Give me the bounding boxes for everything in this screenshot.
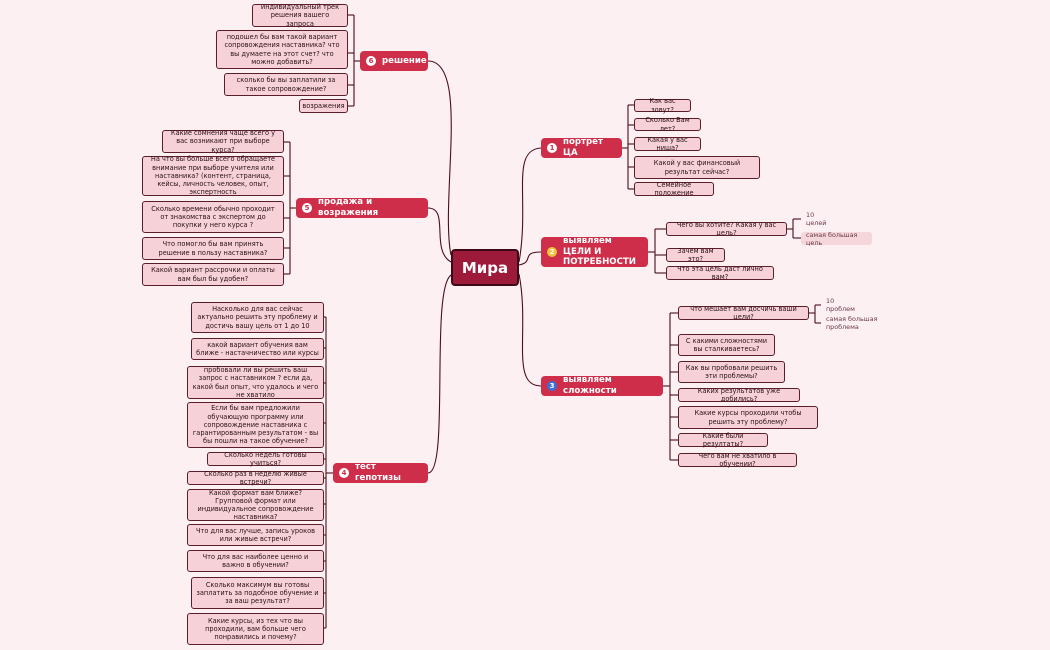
leaf-diff-5[interactable]: Какие были резултаты? xyxy=(678,432,768,448)
leaf-portrait-4[interactable]: Семейное положение xyxy=(634,181,714,197)
leaf-sales-2[interactable]: Сколько времени обычно проходит от знако… xyxy=(142,201,284,233)
leaf-hyp-7[interactable]: Что для вас лучше, запись уроков или жив… xyxy=(187,524,324,546)
leaf-solution-3[interactable]: возражения xyxy=(299,99,348,113)
branch-label: тест гепотизы xyxy=(355,462,401,483)
branch-label: выявляем ЦЕЛИ И ПОТРЕБНОСТИ xyxy=(563,235,636,268)
leaf-hyp-1[interactable]: какой вариант обучения вам ближе - наста… xyxy=(191,338,324,360)
leaf-sales-0[interactable]: Какие сомнения чаще всего у вас возникаю… xyxy=(162,129,284,154)
leaf-portrait-0[interactable]: Как вас зовут? xyxy=(634,97,691,114)
branch-label: портрет ЦА xyxy=(563,137,603,158)
sub-diff-0[interactable]: 10 проблем xyxy=(826,297,855,313)
leaf-hyp-3[interactable]: Если бы вам предложили обучающую програм… xyxy=(187,402,324,448)
leaf-diff-2[interactable]: Как вы пробовали решить эти проблемы? xyxy=(678,361,785,383)
number-badge: 1 xyxy=(547,143,557,153)
number-badge: 3 xyxy=(547,381,557,391)
leaf-solution-1[interactable]: подошел бы вам такой вариант сопровожден… xyxy=(216,30,348,69)
leaf-goals-1[interactable]: Зачем вам это? xyxy=(666,247,725,263)
leaf-hyp-10[interactable]: Какие курсы, из тех что вы проходили, ва… xyxy=(187,613,324,645)
leaf-portrait-3[interactable]: Какой у вас финансовый результат сейчас? xyxy=(634,156,760,179)
leaf-sales-4[interactable]: Какой вариант рассрочки и оплаты вам был… xyxy=(142,263,284,286)
leaf-diff-3[interactable]: Каких результатов уже добились? xyxy=(678,387,800,403)
branch-goals[interactable]: 2 выявляем ЦЕЛИ И ПОТРЕБНОСТИ xyxy=(541,235,648,268)
leaf-hyp-0[interactable]: Насколько для вас сейчас актуально решит… xyxy=(191,302,324,333)
root-title: Мира xyxy=(461,258,509,277)
leaf-solution-0[interactable]: индивидуальный трек решения вашего запро… xyxy=(252,3,348,28)
number-badge: 2 xyxy=(547,247,557,257)
leaf-hyp-5[interactable]: Сколько раз в неделю живые встречи? xyxy=(187,470,324,486)
leaf-portrait-2[interactable]: Какая у вас ниша? xyxy=(634,136,701,152)
sub-goals-1[interactable]: самая большая цель xyxy=(801,231,872,247)
leaf-goals-0[interactable]: Чего вы хотите? Какая у вас цель? xyxy=(666,221,787,237)
branch-difficulties[interactable]: 3 выявляем сложности xyxy=(541,375,663,396)
branch-sales[interactable]: 5 продажа и возражения xyxy=(296,197,428,218)
leaf-hyp-6[interactable]: Какой формат вам ближе? Групповой формат… xyxy=(187,489,324,521)
leaf-hyp-4[interactable]: Сколько недель готовы учиться? xyxy=(207,451,324,467)
leaf-portrait-1[interactable]: Сколько Вам лет? xyxy=(634,116,701,133)
branch-portrait[interactable]: 1 портрет ЦА xyxy=(541,137,622,158)
branch-label: решение xyxy=(382,55,427,66)
branch-label: выявляем сложности xyxy=(563,375,617,396)
branch-label: продажа и возражения xyxy=(318,197,379,218)
sub-goals-0[interactable]: 10 целей xyxy=(806,211,827,227)
leaf-goals-2[interactable]: Что эта цель даст лично вам? xyxy=(666,265,774,281)
leaf-sales-1[interactable]: На что вы больше всего обращаете внимани… xyxy=(142,155,284,196)
leaf-sales-3[interactable]: Что помогло бы вам принять решение в пол… xyxy=(142,237,284,260)
leaf-solution-2[interactable]: сколько бы вы заплатили за такое сопрово… xyxy=(224,73,348,96)
number-badge: 6 xyxy=(366,56,376,66)
number-badge: 4 xyxy=(339,468,349,478)
number-badge: 5 xyxy=(302,203,312,213)
branch-hypothesis[interactable]: 4 тест гепотизы xyxy=(333,462,428,483)
leaf-hyp-9[interactable]: Сколько максимум вы готовы заплатить за … xyxy=(191,577,324,609)
sub-diff-1[interactable]: самая большая проблема xyxy=(826,315,878,331)
root-node[interactable]: Мира xyxy=(451,249,519,286)
leaf-hyp-2[interactable]: пробовали ли вы решить ваш запрос с наст… xyxy=(187,366,324,399)
branch-solution[interactable]: 6 решение xyxy=(360,51,428,71)
leaf-diff-0[interactable]: что мешает вам досчичь ваши цели? xyxy=(678,305,809,321)
leaf-diff-4[interactable]: Какие курсы проходили чтобы решить эту п… xyxy=(678,406,818,429)
leaf-hyp-8[interactable]: Что для вас наиболее ценно и важно в обу… xyxy=(187,550,324,572)
leaf-diff-1[interactable]: С какими сложностями вы сталкиваетесь? xyxy=(678,334,775,356)
leaf-diff-6[interactable]: Чего вам не хватило в обучении? xyxy=(678,452,797,468)
